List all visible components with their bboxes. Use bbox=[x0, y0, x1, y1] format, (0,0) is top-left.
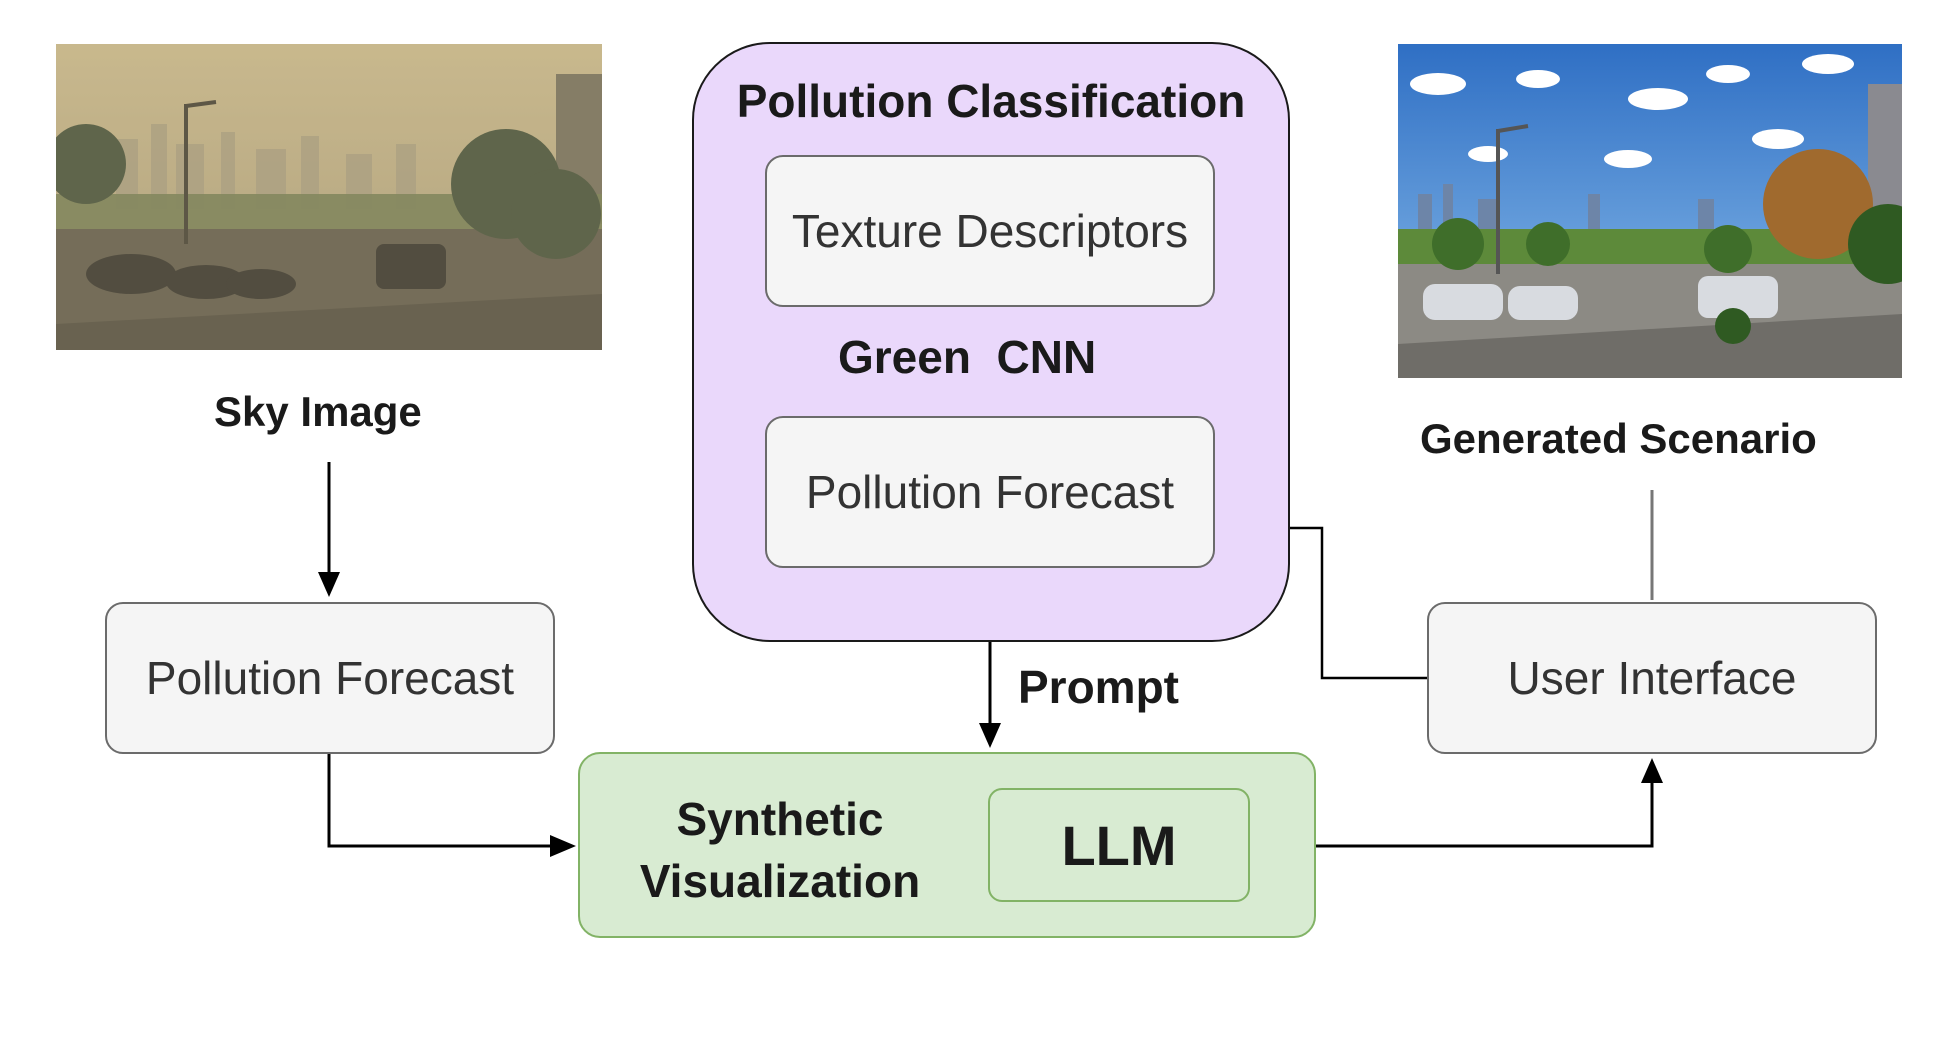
generated-scenario-drawing bbox=[1398, 44, 1902, 378]
synthetic-to-ui-arrow bbox=[1315, 765, 1654, 848]
synthetic-label-line1: Synthetic bbox=[676, 793, 884, 845]
generated-scenario-label: Generated Scenario bbox=[1420, 415, 1817, 462]
user-interface-label: User Interface bbox=[1507, 652, 1797, 704]
pollution-forecast-node: Pollution Forecast bbox=[765, 416, 1215, 568]
green-cnn-label: Green CNN bbox=[838, 331, 1097, 383]
synthetic-to-ui-arrowhead bbox=[1641, 758, 1663, 783]
polluted-sky-image bbox=[56, 44, 602, 350]
texture-descriptors-label: Texture Descriptors bbox=[791, 205, 1189, 257]
left-forecast-to-synthetic-arrow bbox=[327, 752, 570, 848]
pollution-forecast-label: Pollution Forecast bbox=[805, 466, 1175, 518]
sky-image-label: Sky Image bbox=[214, 388, 422, 435]
llm-label: LLM bbox=[1061, 813, 1177, 877]
generated-scenario-image bbox=[1398, 44, 1902, 378]
forecast-to-synthetic-arrowhead bbox=[979, 723, 1001, 748]
polluted-sky-drawing bbox=[56, 44, 602, 350]
texture-descriptors-node: Texture Descriptors bbox=[765, 155, 1215, 307]
user-interface-node: User Interface bbox=[1427, 602, 1877, 754]
llm-node: LLM bbox=[988, 788, 1250, 902]
synthetic-visualization-label: Synthetic Visualization bbox=[620, 788, 940, 912]
pollution-forecast-input-label: Pollution Forecast bbox=[145, 652, 515, 704]
synthetic-label-line2: Visualization bbox=[639, 855, 921, 907]
left-forecast-to-synthetic-arrowhead bbox=[550, 835, 576, 857]
pollution-classification-title: Pollution Classification bbox=[736, 75, 1246, 127]
sky-to-forecast-arrowhead bbox=[318, 572, 340, 597]
prompt-label: Prompt bbox=[1018, 661, 1179, 713]
pollution-forecast-input-node: Pollution Forecast bbox=[105, 602, 555, 754]
